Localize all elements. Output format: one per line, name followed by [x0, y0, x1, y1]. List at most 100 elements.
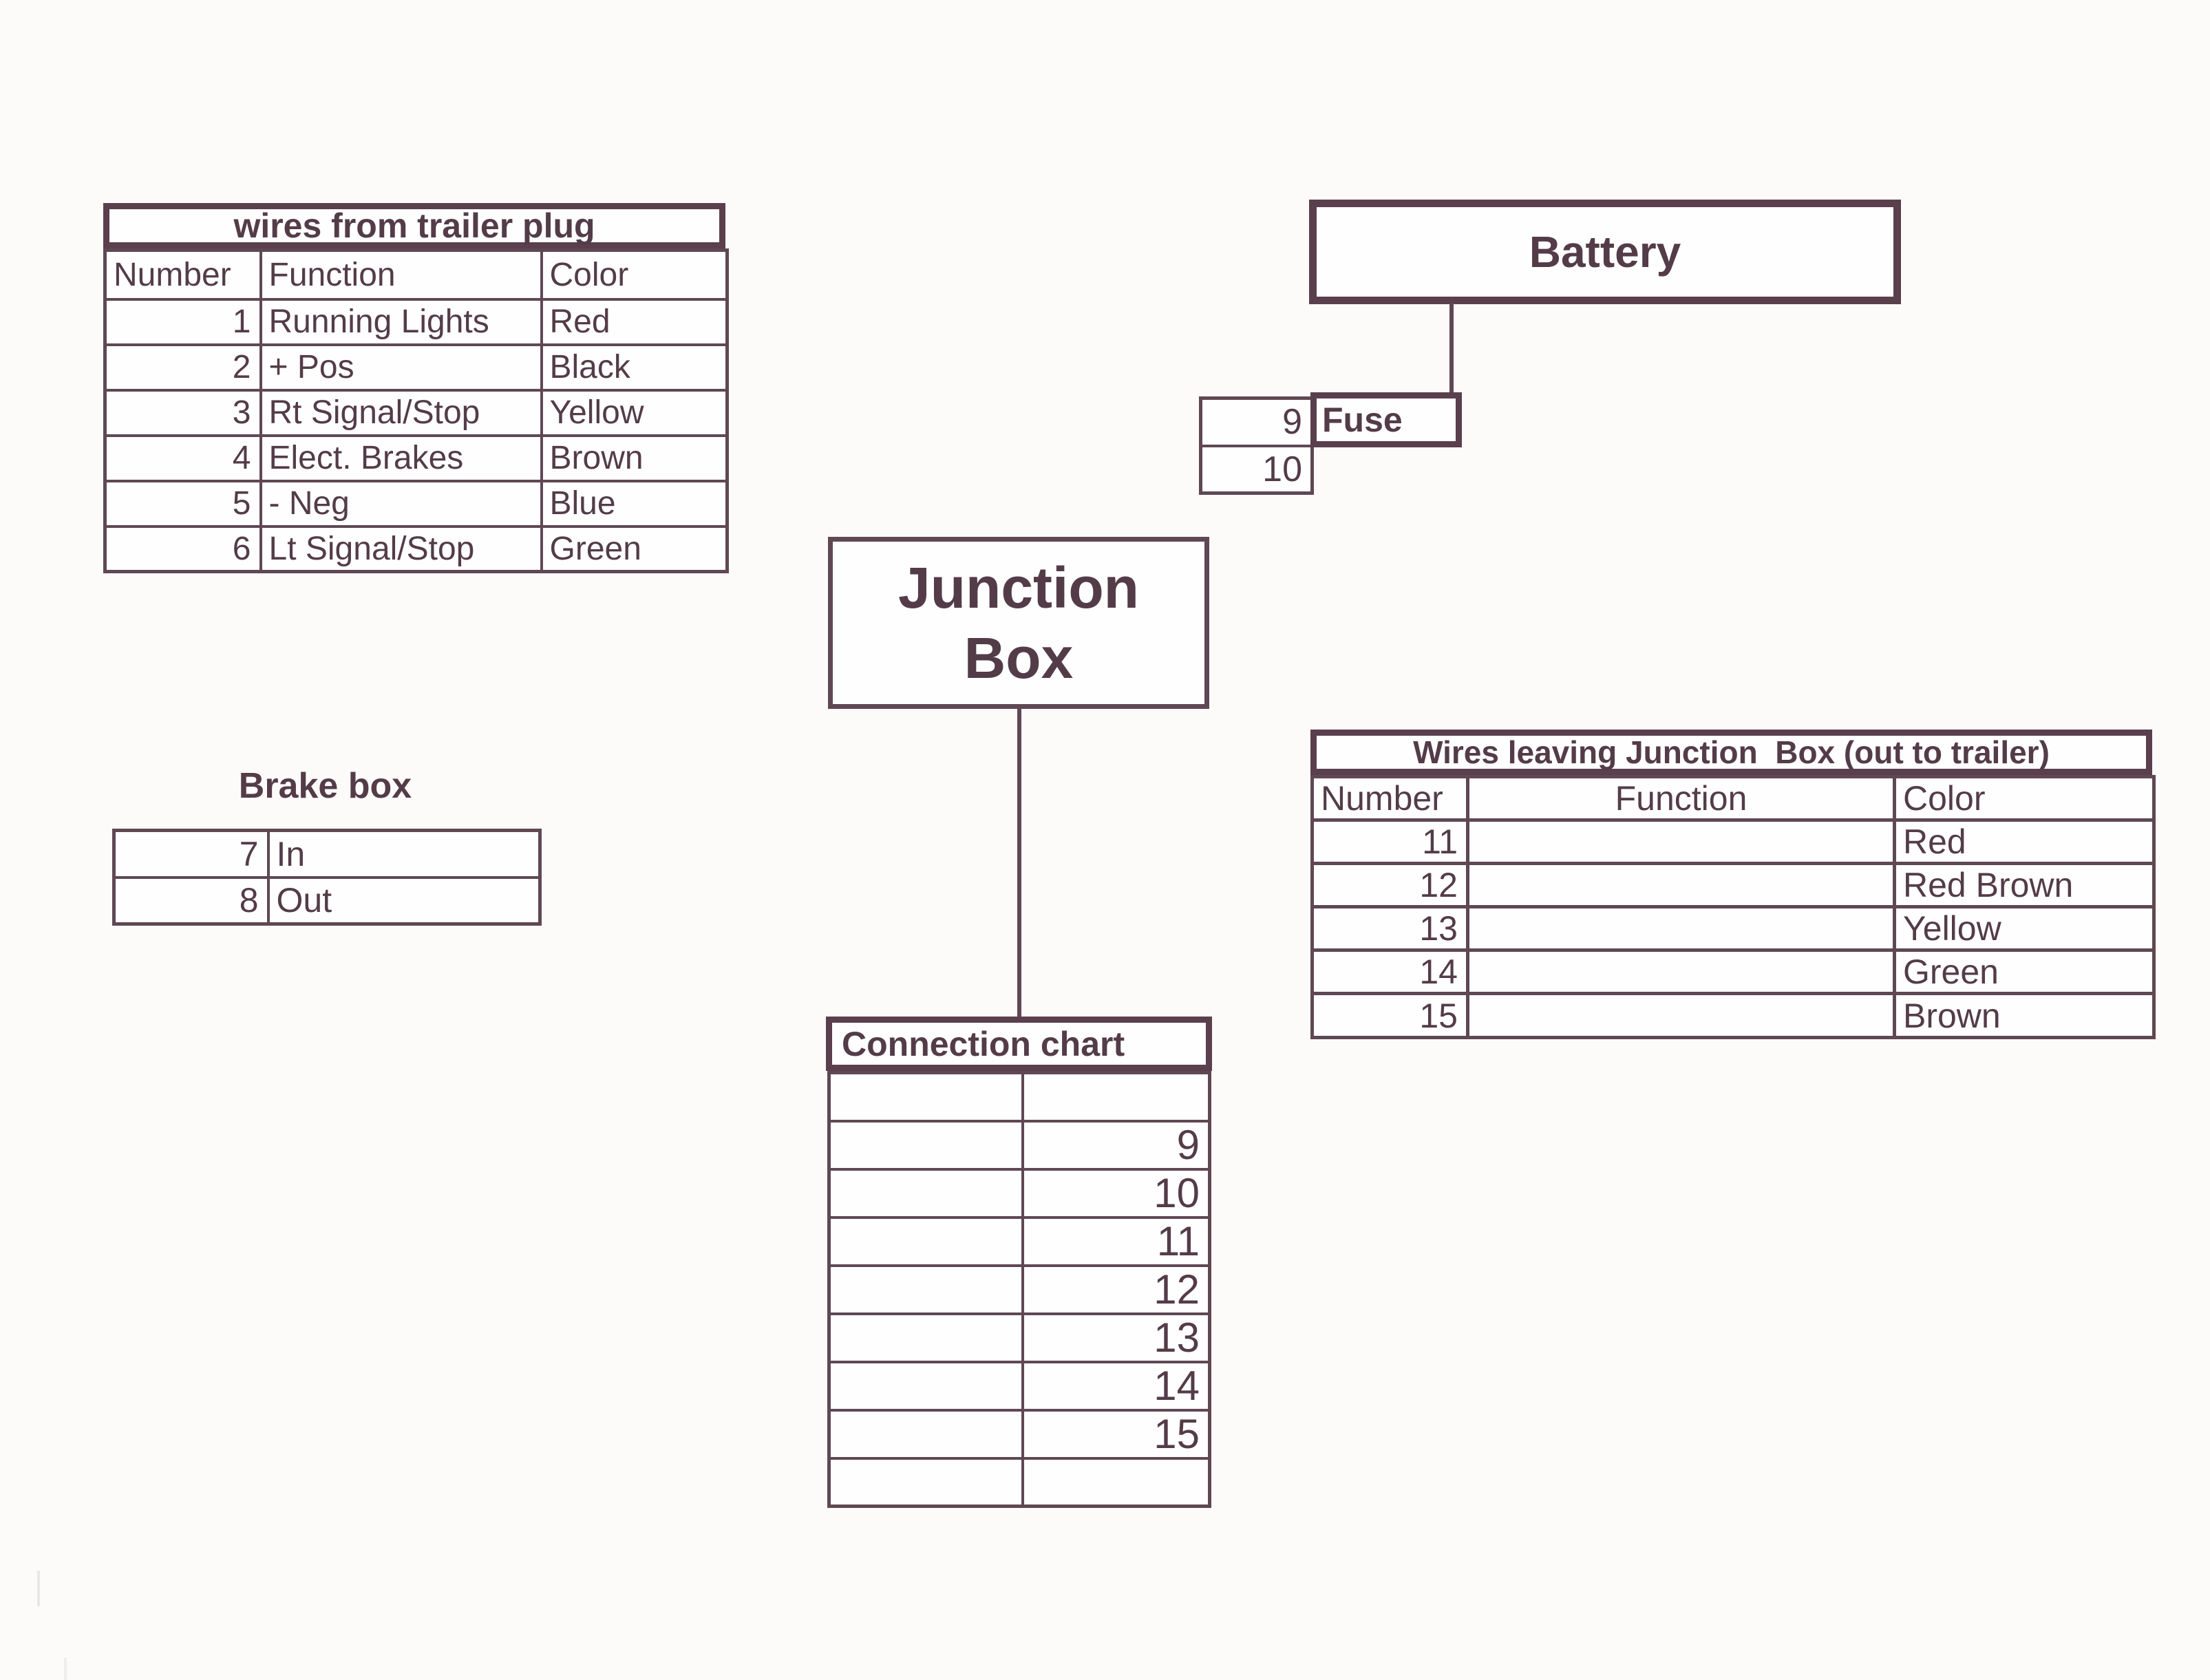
junction-box-label-line1: Junction — [898, 555, 1139, 620]
table-row: 13 — [827, 1312, 1211, 1363]
table-row: 10 — [1199, 444, 1314, 495]
trailer-plug-table: Number Function Color 1 Running Lights R… — [103, 248, 729, 573]
junction-chart-connector-line — [1017, 708, 1021, 1017]
table-row: 1 Running Lights Red — [103, 297, 729, 346]
cell-function: - Neg — [259, 479, 543, 528]
cell-number: 9 — [1199, 396, 1314, 447]
table-row: 11 Red — [1310, 818, 2156, 865]
cell-number: 11 — [1021, 1215, 1211, 1267]
cell-label: In — [266, 829, 542, 879]
table-row — [827, 1456, 1211, 1508]
cell-color: Yellow — [1893, 905, 2156, 952]
brake-box-title: Brake box — [112, 765, 538, 807]
cell-number: 7 — [112, 829, 270, 879]
table-row: 9 — [827, 1119, 1211, 1171]
table-row: 14 — [827, 1360, 1211, 1412]
fuse-number-table: 9 10 — [1199, 396, 1314, 495]
brake-box-grid: 7 In 8 Out — [112, 829, 542, 926]
cell-color: Black — [540, 343, 729, 392]
cell-number: 11 — [1310, 818, 1469, 865]
cell-empty — [827, 1360, 1024, 1412]
cell-color: Brown — [540, 434, 729, 482]
cell-number: 13 — [1310, 905, 1469, 952]
cell-color: Red — [540, 297, 729, 346]
cell-function — [1466, 948, 1896, 995]
trailer-plug-table-title: wires from trailer plug — [103, 203, 725, 248]
cell-function: Lt Signal/Stop — [259, 524, 543, 573]
brake-box-title-text: Brake box — [238, 766, 412, 806]
junction-out-grid: Number Function Color 11 Red 12 Red Brow… — [1310, 775, 2156, 1039]
table-row: 14 Green — [1310, 948, 2156, 995]
cell-number: 14 — [1310, 948, 1469, 995]
header-color: Color — [540, 248, 729, 301]
junction-out-table-title: Wires leaving Junction Box (out to trail… — [1310, 730, 2152, 775]
junction-out-table: Number Function Color 11 Red 12 Red Brow… — [1310, 775, 2156, 1039]
cell-number: 3 — [103, 388, 262, 437]
table-row: 9 — [1199, 396, 1314, 447]
table-row: 15 Brown — [1310, 992, 2156, 1039]
junction-box-label-line2: Box — [964, 626, 1074, 690]
cell-function — [1466, 862, 1896, 908]
table-row: 11 — [827, 1215, 1211, 1267]
table-row: 10 — [827, 1167, 1211, 1219]
cell-empty — [827, 1167, 1024, 1219]
cell-number: 15 — [1021, 1408, 1211, 1460]
table-row: 3 Rt Signal/Stop Yellow — [103, 388, 729, 437]
junction-box: Junction Box — [828, 537, 1209, 709]
fuse-label: Fuse — [1322, 401, 1403, 439]
cell-color: Green — [540, 524, 729, 573]
cell-number: 13 — [1021, 1312, 1211, 1363]
cell-function — [1466, 905, 1896, 952]
cell-empty — [827, 1408, 1024, 1460]
cell-color: Red Brown — [1893, 862, 2156, 908]
cell-number: 12 — [1021, 1264, 1211, 1315]
cell-number: 2 — [103, 343, 262, 392]
cell-number: 4 — [103, 434, 262, 482]
header-function: Function — [1466, 775, 1896, 822]
cell-function: Elect. Brakes — [259, 434, 543, 482]
fuse-box: Fuse — [1310, 392, 1462, 447]
scan-artifact — [64, 1657, 67, 1680]
cell-color: Green — [1893, 948, 2156, 995]
cell-number: 14 — [1021, 1360, 1211, 1412]
connection-chart-table: 9 10 11 12 13 14 — [827, 1071, 1211, 1508]
cell-empty — [827, 1215, 1024, 1267]
table-row: 7 In — [112, 829, 542, 879]
battery-label: Battery — [1529, 227, 1681, 277]
cell-empty — [827, 1456, 1024, 1508]
connection-chart-title-box: Connection chart — [826, 1017, 1212, 1071]
connection-chart-grid: 9 10 11 12 13 14 — [827, 1071, 1211, 1508]
brake-box-table: 7 In 8 Out — [112, 829, 542, 926]
table-row: 6 Lt Signal/Stop Green — [103, 524, 729, 573]
cell-color: Yellow — [540, 388, 729, 437]
cell-function — [1466, 992, 1896, 1039]
cell-number — [1021, 1071, 1211, 1123]
table-row: 12 Red Brown — [1310, 862, 2156, 908]
cell-number: 10 — [1021, 1167, 1211, 1219]
junction-out-title-text: Wires leaving Junction Box (out to trail… — [1413, 734, 2050, 770]
cell-number: 8 — [112, 875, 270, 926]
cell-function: Rt Signal/Stop — [259, 388, 543, 437]
header-function: Function — [259, 248, 543, 301]
cell-number: 9 — [1021, 1119, 1211, 1171]
connection-chart-title-text: Connection chart — [842, 1024, 1125, 1063]
header-number: Number — [1310, 775, 1469, 822]
table-row: 4 Elect. Brakes Brown — [103, 434, 729, 482]
cell-number: 6 — [103, 524, 262, 573]
cell-function — [1466, 818, 1896, 865]
table-header-row: Number Function Color — [103, 248, 729, 301]
table-header-row: Number Function Color — [1310, 775, 2156, 822]
table-row: 5 - Neg Blue — [103, 479, 729, 528]
cell-function: + Pos — [259, 343, 543, 392]
table-row: 12 — [827, 1264, 1211, 1315]
battery-box: Battery — [1309, 200, 1901, 304]
table-row: 15 — [827, 1408, 1211, 1460]
trailer-plug-grid: Number Function Color 1 Running Lights R… — [103, 248, 729, 573]
table-row: 13 Yellow — [1310, 905, 2156, 952]
cell-empty — [827, 1264, 1024, 1315]
cell-number: 5 — [103, 479, 262, 528]
scan-artifact — [37, 1571, 40, 1606]
battery-fuse-connector-line — [1449, 303, 1454, 394]
header-number: Number — [103, 248, 262, 301]
